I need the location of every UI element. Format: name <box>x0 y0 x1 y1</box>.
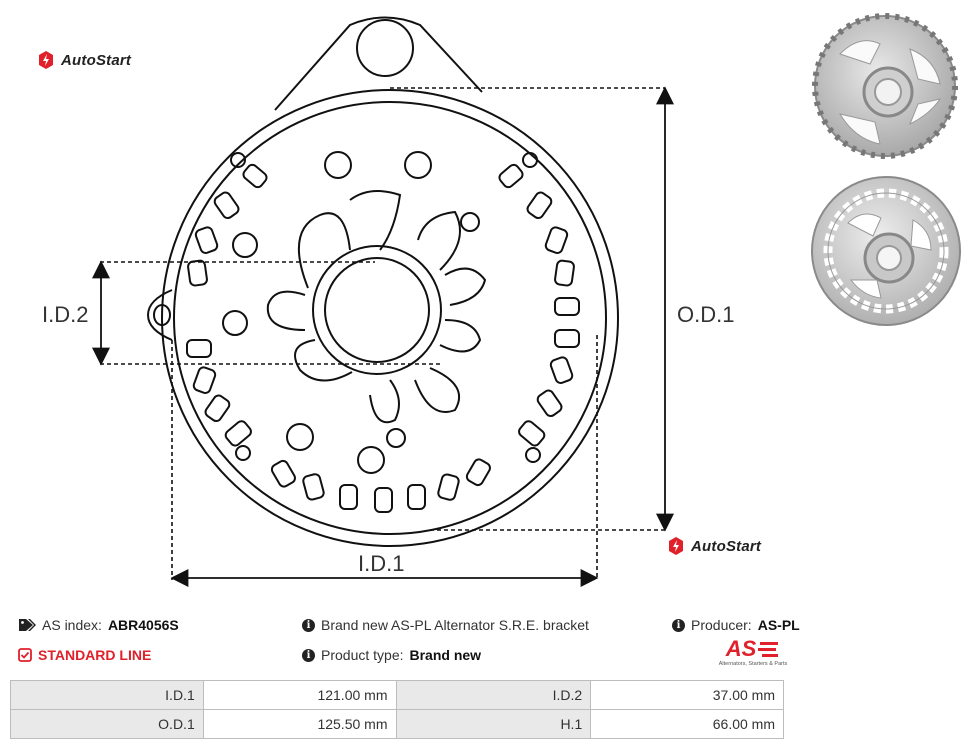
center-hole-inner <box>324 257 430 363</box>
id1-label: I.D.1 <box>358 551 404 576</box>
inner-ring <box>173 101 607 535</box>
producer-logo-tagline: Alternators, Starters & Parts <box>718 661 788 667</box>
producer-logo-mark: AS <box>725 636 757 661</box>
brand-logo-top: AutoStart <box>36 50 131 70</box>
outer-ring <box>161 89 619 547</box>
description: i Brand new AS-PL Alternator S.R.E. brac… <box>302 617 589 633</box>
spec-value: 125.50 mm <box>202 709 397 739</box>
standard-line-label: STANDARD LINE <box>38 647 152 663</box>
table-row: I.D.1 121.00 mm I.D.2 37.00 mm <box>10 680 784 710</box>
brand-name: AutoStart <box>61 51 132 69</box>
technical-drawing: I.D.2 O.D.1 I.D.1 <box>42 16 734 587</box>
as-index-value: ABR4056S <box>107 617 179 633</box>
as-index-label: AS index: <box>42 617 102 633</box>
producer-value: AS-PL <box>757 617 800 633</box>
spec-value: 121.00 mm <box>202 680 397 710</box>
spec-value: 37.00 mm <box>590 680 784 710</box>
info-icon: i <box>672 618 685 632</box>
producer: i Producer: AS-PL <box>672 617 800 633</box>
speed-lines-icon <box>758 642 779 657</box>
producer-logo: AS Alternators, Starters & Parts <box>713 638 793 672</box>
product-photo-back <box>811 176 961 326</box>
top-lug-hole <box>356 19 414 77</box>
side-lug <box>146 289 173 341</box>
spec-label: H.1 <box>395 709 592 739</box>
tags-icon <box>19 619 36 631</box>
spec-label: I.D.1 <box>10 680 204 710</box>
spec-table: I.D.1 121.00 mm I.D.2 37.00 mm O.D.1 125… <box>10 680 784 739</box>
product-type-value: Brand new <box>409 647 482 663</box>
spec-value: 66.00 mm <box>590 709 784 739</box>
spec-label: O.D.1 <box>10 709 204 739</box>
autostart-logo-icon <box>669 537 683 555</box>
product-type-label: Product type: <box>321 647 404 663</box>
brand-name: AutoStart <box>691 537 762 555</box>
table-row: O.D.1 125.50 mm H.1 66.00 mm <box>10 709 784 739</box>
line-badge: STANDARD LINE <box>18 647 151 663</box>
description-text: Brand new AS-PL Alternator S.R.E. bracke… <box>321 617 589 633</box>
top-lug <box>274 16 483 111</box>
producer-label: Producer: <box>691 617 752 633</box>
autostart-logo-icon <box>39 51 53 69</box>
info-icon: i <box>302 618 315 632</box>
product-photo-front <box>812 13 958 159</box>
as-index: AS index: ABR4056S <box>18 617 179 633</box>
id2-label: I.D.2 <box>42 302 88 327</box>
product-type: i Product type: Brand new <box>302 647 481 663</box>
brand-logo-bottom: AutoStart <box>666 536 761 556</box>
center-hole-outer <box>312 245 442 375</box>
info-icon: i <box>302 648 315 662</box>
od1-label: O.D.1 <box>677 302 734 327</box>
spec-label: I.D.2 <box>395 680 592 710</box>
check-square-icon <box>18 648 32 662</box>
